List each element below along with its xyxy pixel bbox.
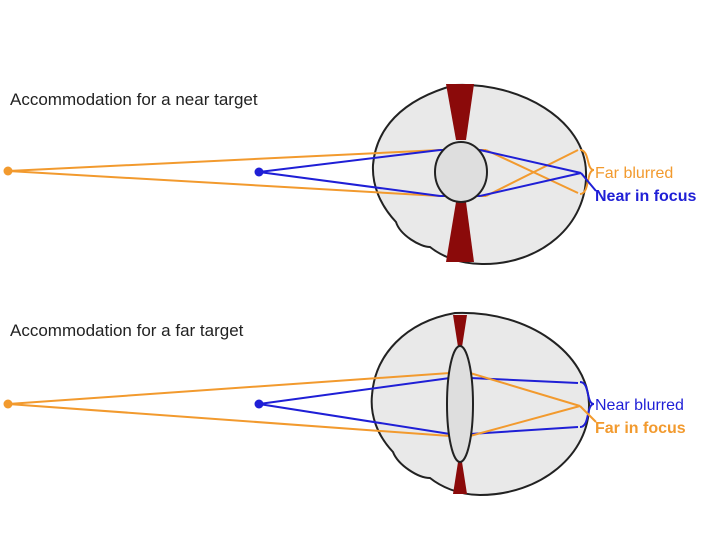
near-target-dot-far-panel [255, 400, 264, 409]
panel-far-target: Accommodation for a far target [4, 313, 686, 495]
lens-thin [447, 346, 473, 462]
label-near-in-focus: Near in focus [595, 188, 696, 205]
far-target-dot-far-panel [4, 400, 13, 409]
label-far-in-focus: Far in focus [595, 420, 686, 437]
label-near-blurred: Near blurred [595, 397, 684, 414]
panel-far-title: Accommodation for a far target [10, 321, 244, 340]
panel-near-target: Accommodation for a near target [4, 84, 697, 264]
label-far-blurred: Far blurred [595, 165, 673, 182]
far-target-dot-near-panel [4, 167, 13, 176]
panel-near-title: Accommodation for a near target [10, 90, 258, 109]
near-target-dot-near-panel [255, 168, 264, 177]
lens-thick [435, 142, 487, 202]
eyeball-far [372, 313, 589, 495]
